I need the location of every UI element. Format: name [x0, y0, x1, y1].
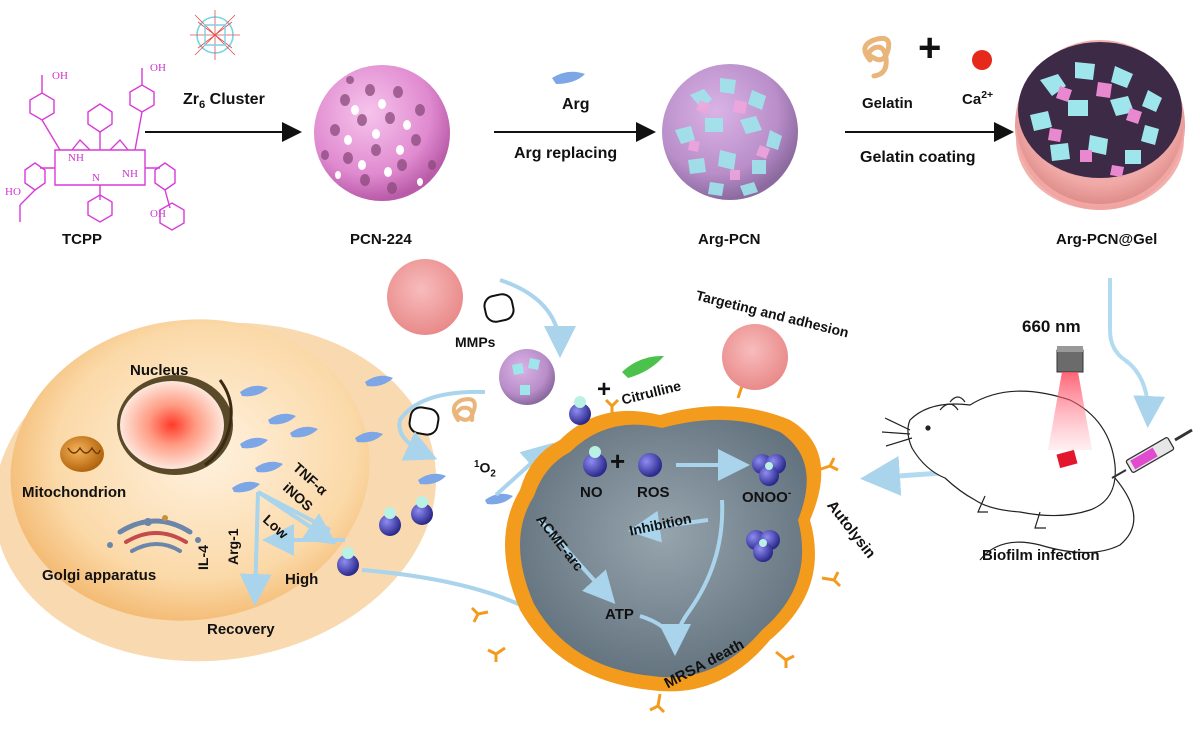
- zr6-cluster: [190, 10, 240, 60]
- plus-sign-no-ros: +: [610, 446, 626, 476]
- arg-molecule-icon: [552, 71, 585, 84]
- il4-label: IL-4: [195, 545, 211, 570]
- onoo-label: ONOO-: [742, 487, 792, 506]
- arg1-label: Arg-1: [225, 528, 241, 565]
- arg-label: Arg: [562, 96, 590, 113]
- laser-wavelength-label: 660 nm: [1022, 317, 1081, 336]
- arg-replacing-label: Arg replacing: [514, 145, 618, 162]
- arg-pcn-sphere: [662, 64, 798, 200]
- recovery-label: Recovery: [207, 621, 275, 638]
- mitochondrion-label: Mitochondrion: [22, 484, 127, 501]
- calcium-label: Ca2+: [962, 89, 994, 108]
- arrow-mmp-cycle: [499, 278, 576, 358]
- gelatin-coating-label: Gelatin coating: [860, 149, 976, 166]
- high-label: High: [285, 571, 319, 588]
- tcpp-nh-left: NH: [68, 152, 84, 164]
- degraded-gelatin-icon: [451, 397, 477, 422]
- pcn224-sphere: [314, 65, 450, 201]
- arg-pcn-label: Arg-PCN: [698, 231, 761, 248]
- tcpp-n: N: [92, 172, 100, 184]
- bacterium-pathway-arrows: [538, 449, 750, 656]
- syringe-icon: [1111, 428, 1193, 479]
- plus-sign-top: +: [918, 26, 942, 70]
- plus-sign-citrulline: +: [597, 376, 612, 403]
- tcpp-oh-top-right: OH: [150, 62, 166, 74]
- mmp-enzyme-icon-2: [408, 406, 440, 436]
- laser-device: [1048, 346, 1092, 450]
- nitric-oxide-molecules: [337, 496, 433, 576]
- gelatin-label: Gelatin: [862, 95, 913, 112]
- mmp-enzyme-icon: [483, 293, 515, 323]
- gelatin-icon: [862, 35, 892, 79]
- arrow-gel-to-syringe: [1108, 278, 1166, 428]
- arg-pcn-gel-label: Arg-PCN@Gel: [1056, 231, 1158, 248]
- pcn224-label: PCN-224: [350, 231, 412, 248]
- zr-cluster-label: Zr6 Cluster: [183, 91, 265, 112]
- tcpp-nh-right: NH: [122, 168, 138, 180]
- atp-label: ATP: [605, 606, 634, 623]
- adhered-gel-particle: [722, 324, 788, 390]
- citrulline-icon: [622, 355, 664, 378]
- calcium-ion: [972, 50, 992, 70]
- arg-molecules-in-cell: [232, 375, 513, 505]
- peroxynitrite-molecule: [752, 454, 786, 486]
- nucleus: [117, 375, 233, 475]
- tcpp-oh-bottom-right: OH: [150, 208, 166, 220]
- tcpp-label: TCPP: [62, 231, 103, 248]
- no-label: NO: [580, 484, 603, 501]
- infection-site: [1056, 449, 1078, 469]
- no-molecule: [583, 453, 607, 477]
- tcpp-structure: [19, 68, 185, 231]
- arg-pcn-gel-sphere: [1015, 40, 1185, 210]
- macrophage-pathway-arrows: [239, 490, 345, 606]
- singlet-oxygen-label: 1O2: [474, 459, 496, 480]
- released-arg-pcn: [499, 349, 555, 405]
- mitochondrion: [60, 436, 104, 472]
- ros-molecule: [638, 453, 662, 477]
- tcpp-oh-top-left: OH: [52, 70, 68, 82]
- gel-shell-particle: [387, 259, 463, 335]
- arrow-mmp-return: [397, 389, 486, 461]
- ros-label: ROS: [637, 484, 670, 501]
- mmps-label: MMPs: [455, 334, 496, 350]
- golgi-label: Golgi apparatus: [42, 567, 157, 584]
- no-molecule-top: [569, 403, 591, 425]
- biofilm-infection-label: Biofilm infection: [982, 547, 1100, 564]
- nucleus-label: Nucleus: [130, 362, 189, 379]
- golgi-apparatus: [107, 515, 201, 553]
- peroxynitrite-molecule-2: [746, 530, 780, 562]
- tcpp-ho-left: HO: [5, 186, 21, 198]
